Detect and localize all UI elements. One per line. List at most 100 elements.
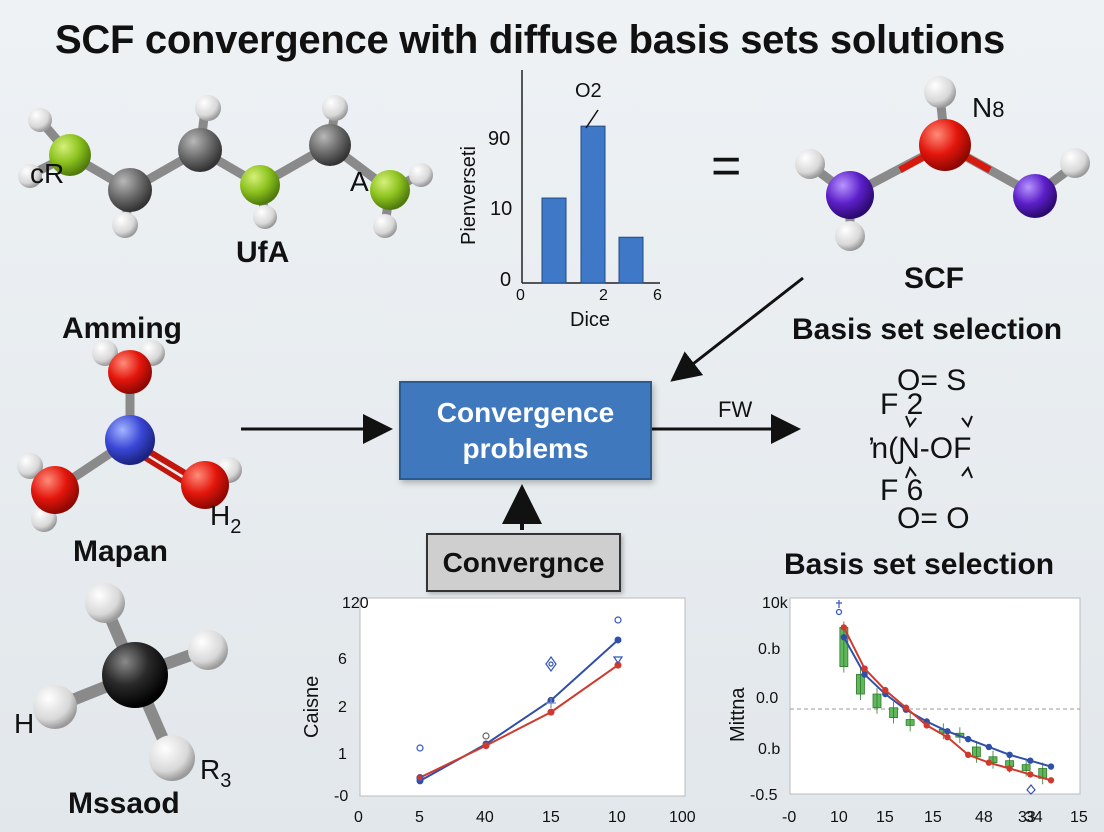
line-ylabel: Caisne xyxy=(301,676,323,738)
decay-point-2-5 xyxy=(923,722,930,729)
ring-line-1: O= S xyxy=(897,364,966,397)
decay-ytick-0b-2: 0.b xyxy=(758,741,780,758)
atom-label-h: H xyxy=(14,708,35,739)
decay-point-2-1 xyxy=(840,624,848,631)
decay-point-1-8 xyxy=(985,743,993,751)
line-point-2-3 xyxy=(547,708,555,716)
bar-xtick-2: 2 xyxy=(599,287,608,304)
decay-point-2-7 xyxy=(964,751,972,758)
line-xtick-5: 5 xyxy=(415,809,424,826)
line-ytick-120: 120 xyxy=(342,595,369,612)
line-point-2-4 xyxy=(614,661,622,669)
line-xtick-40: 40 xyxy=(476,809,494,826)
arrow-scf-to-box xyxy=(670,276,804,382)
decay-point-2-8 xyxy=(985,759,993,766)
line-ytick-6: 6 xyxy=(338,651,347,668)
bar-3 xyxy=(618,236,644,284)
bar-annotation: O2 xyxy=(575,80,602,102)
decay-xtick-34: 34 xyxy=(1025,809,1043,826)
bottom-left-label: Mssaod xyxy=(68,787,180,820)
convergence-problems-box[interactable]: Convergence problems xyxy=(399,381,652,480)
decay-ytick-0b: 0.b xyxy=(758,641,780,658)
decay-ylabel: Mittna xyxy=(727,687,749,742)
line-ytick-2: 2 xyxy=(338,699,347,716)
line-point-1-4 xyxy=(614,636,622,644)
decay-point-1-2 xyxy=(861,671,868,678)
decay-point-2-6 xyxy=(944,733,951,741)
equals-sign: = xyxy=(711,137,742,195)
decay-point-2-3 xyxy=(882,686,889,694)
methane-molecule xyxy=(33,583,228,781)
bar-2 xyxy=(580,125,606,284)
decay-point-1-9 xyxy=(1006,751,1013,758)
line-xtick-15: 15 xyxy=(542,809,560,826)
decay-xtick-48: 48 xyxy=(975,809,993,826)
mid-left-heading: Amming xyxy=(62,312,182,345)
line-point-2-2 xyxy=(482,742,490,750)
bar-ytick-0: 0 xyxy=(500,269,511,291)
bar-xtick-6: 6 xyxy=(653,287,662,304)
decay-point-1-10 xyxy=(1027,757,1034,764)
ring-line-4: F 6 xyxy=(880,474,923,507)
line-xtick-10: 10 xyxy=(608,809,626,826)
decay-xtick-10: 10 xyxy=(830,809,848,826)
line-xtick-100: 100 xyxy=(669,809,696,826)
decay-xtick-0: -0 xyxy=(782,809,796,826)
line-ytick-1: 1 xyxy=(338,746,347,763)
decay-point-2-2 xyxy=(861,665,868,672)
ring-line-2: F 2 xyxy=(880,388,923,421)
decay-chart: 10k 0.b 0.0 0.b -0.5 -0 10 15 15 48 33 3… xyxy=(727,595,1088,826)
decay-point-2-11 xyxy=(1047,777,1055,784)
bar-ytick-90: 90 xyxy=(488,128,510,150)
decay-point-2-10 xyxy=(1027,771,1034,778)
convergence-lower-box[interactable]: Convergnce xyxy=(426,533,621,592)
decay-ytick-00: 0.0 xyxy=(756,690,778,707)
flow-arrows xyxy=(241,276,804,530)
bar-xlabel: Dice xyxy=(570,309,610,331)
decay-point-1-7 xyxy=(964,735,972,743)
decay-xtick-15c: 15 xyxy=(1070,809,1088,826)
decay-point-1-11 xyxy=(1047,763,1055,770)
chain-molecule-label: UfA xyxy=(236,236,290,269)
atom-label-n: N8 xyxy=(972,92,1005,123)
decay-point-1-6 xyxy=(944,728,951,735)
line-ytick-0: -0 xyxy=(334,788,348,805)
water-molecule xyxy=(17,340,242,532)
chain-molecule xyxy=(18,95,433,238)
line-xtick-0: 0 xyxy=(354,809,363,826)
decay-ytick-10k: 10k xyxy=(762,595,789,612)
mid-left-label: Mapan xyxy=(73,535,169,568)
ring-diagram: O= S F 2 ŉ(Ɲ-OF F 6 O= O xyxy=(869,364,973,535)
bar-ylabel: Pienverseti xyxy=(458,146,480,245)
n-molecule xyxy=(795,76,1090,251)
basis-heading-bottom: Basis set selection xyxy=(784,548,1055,581)
decay-chart-markers xyxy=(835,600,1036,795)
atom-label-h2: H2 xyxy=(210,500,242,538)
ring-line-5: O= O xyxy=(897,502,970,535)
decay-xtick-15b: 15 xyxy=(924,809,942,826)
decay-point-1-1 xyxy=(840,634,848,641)
line-series-2 xyxy=(419,664,619,779)
page-title: SCF convergence with diffuse basis sets … xyxy=(55,18,1005,62)
scf-heading: SCF xyxy=(904,262,964,295)
atom-label-cr: cR xyxy=(30,158,65,189)
arrow-label: FW xyxy=(718,397,753,422)
convergence-box-line-1: Convergence xyxy=(436,396,615,428)
line-chart: 120 6 2 1 -0 0 5 40 15 10 100 Caisne xyxy=(301,595,696,826)
atom-label-r3: R3 xyxy=(200,754,232,792)
decay-xtick-15a: 15 xyxy=(876,809,894,826)
bar-ytick-10: 10 xyxy=(490,198,512,220)
line-chart-markers xyxy=(416,616,624,782)
basis-heading-top: Basis set selection xyxy=(792,313,1063,346)
decay-xtick-33: 33 xyxy=(1018,809,1036,826)
bar-xtick-0: 0 xyxy=(516,287,525,304)
decay-ytick-neg05: -0.5 xyxy=(750,787,778,804)
bar-1 xyxy=(541,197,567,284)
decay-point-2-9 xyxy=(1006,765,1013,772)
convergence-box-line-2: problems xyxy=(462,432,589,464)
ring-line-3: ŉ(Ɲ-OF xyxy=(869,432,971,465)
bar-chart: O2 90 10 0 0 2 6 Dice Pienverseti xyxy=(458,70,662,331)
decay-point-2-4 xyxy=(902,704,910,711)
atom-label-a: A xyxy=(350,166,369,197)
